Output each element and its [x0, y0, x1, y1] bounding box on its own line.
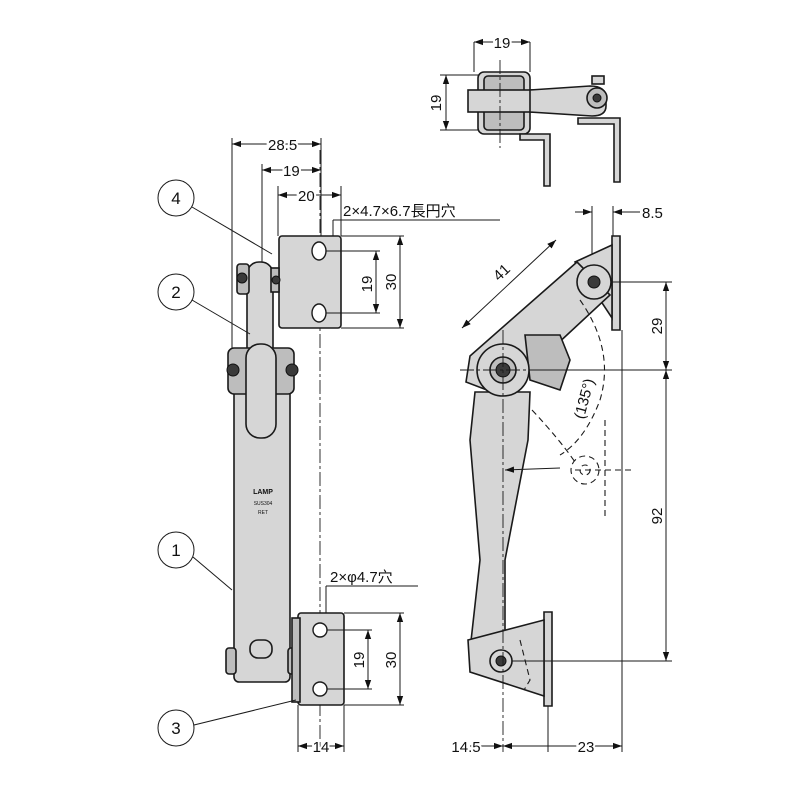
- callout-1: 1: [157, 531, 233, 591]
- side-view: 8.5 41 (135°): [449, 205, 672, 758]
- pivot-distance-dim: 92: [649, 508, 666, 525]
- lower-hole-pitch-dim: 19: [351, 652, 368, 669]
- bottom-right-dim: 23: [578, 739, 595, 756]
- callout-4: 4: [157, 179, 273, 255]
- svg-text:4: 4: [171, 189, 180, 208]
- top-width-dim: 19: [494, 35, 511, 52]
- top-view: 19 19: [426, 33, 621, 187]
- front-view: 28.5 19 20 2×4.7×6.7長円穴 19 30: [157, 135, 500, 758]
- front-total-width-dim: 28.5: [268, 137, 297, 154]
- svg-text:2: 2: [171, 283, 180, 302]
- front-bracket-offset-dim: 19: [283, 163, 300, 180]
- callout-2: 2: [157, 273, 251, 335]
- upper-pivot-drop-dim: 29: [649, 318, 666, 335]
- model-mark: RET: [258, 510, 268, 516]
- callout-3: 3: [157, 699, 297, 747]
- side-top-offset-dim: 8.5: [642, 205, 663, 222]
- material-mark: SUS304: [254, 501, 273, 507]
- svg-text:3: 3: [171, 719, 180, 738]
- top-height-dim: 19: [428, 95, 445, 112]
- lower-bracket-height-dim: 30: [383, 652, 400, 669]
- front-bracket-width-dim: 20: [298, 188, 315, 205]
- svg-text:1: 1: [171, 541, 180, 560]
- hole-note: 2×φ4.7穴: [330, 569, 393, 586]
- brand-mark: LAMP: [253, 489, 273, 496]
- bottom-left-dim: 14.5: [451, 739, 480, 756]
- upper-bracket-height-dim: 30: [383, 274, 400, 291]
- arm-length-dim: 41: [490, 261, 514, 285]
- slot-note: 2×4.7×6.7長円穴: [343, 203, 456, 220]
- upper-hole-pitch-dim: 19: [359, 276, 376, 293]
- lower-bracket-width-dim: 14: [313, 739, 330, 756]
